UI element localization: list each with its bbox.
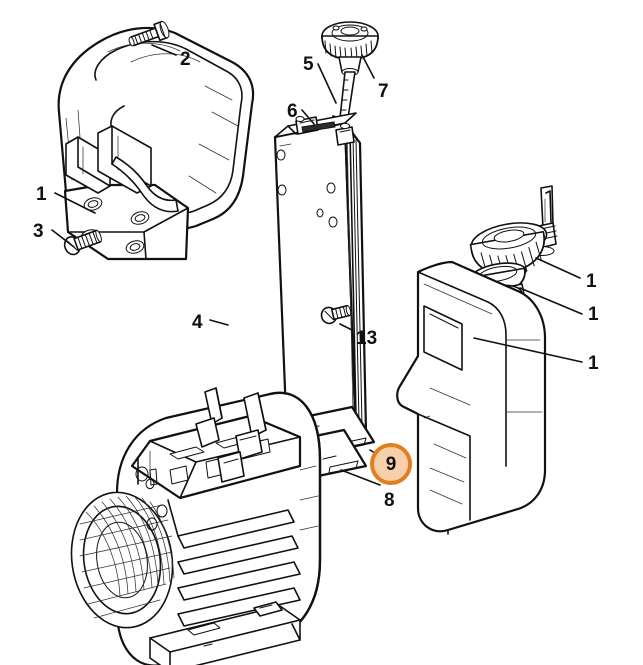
part-2-screw	[128, 20, 170, 47]
part-3-screw	[63, 229, 102, 256]
callout-tank-body-clipped[interactable]: 1	[588, 353, 599, 374]
carrying-handle-assembly	[57, 26, 255, 261]
callout-9[interactable]: 9	[385, 453, 397, 475]
callout-1[interactable]: 1	[36, 184, 47, 205]
callout-tank-cap-clipped[interactable]: 1	[586, 271, 597, 292]
callout-8[interactable]: 8	[384, 490, 395, 511]
callout-6[interactable]: 6	[287, 101, 298, 122]
part-7-knurled-knob	[321, 21, 379, 76]
part-13-screw	[320, 304, 352, 325]
callout-4[interactable]: 4	[192, 312, 203, 333]
callout-5[interactable]: 5	[303, 54, 314, 75]
fluid-tank-assembly	[396, 185, 558, 535]
callout-2[interactable]: 2	[180, 49, 191, 70]
leader-lines	[51, 44, 583, 486]
callout-7[interactable]: 7	[378, 81, 389, 102]
callout-13[interactable]: 13	[356, 328, 378, 349]
callout-3[interactable]: 3	[33, 221, 44, 242]
motor-housing-assembly	[70, 387, 322, 665]
part-9-highlight-ring[interactable]	[370, 443, 412, 485]
callout-tank-seal-clipped[interactable]: 1	[588, 304, 599, 325]
part-4-cover-panel	[273, 112, 368, 442]
